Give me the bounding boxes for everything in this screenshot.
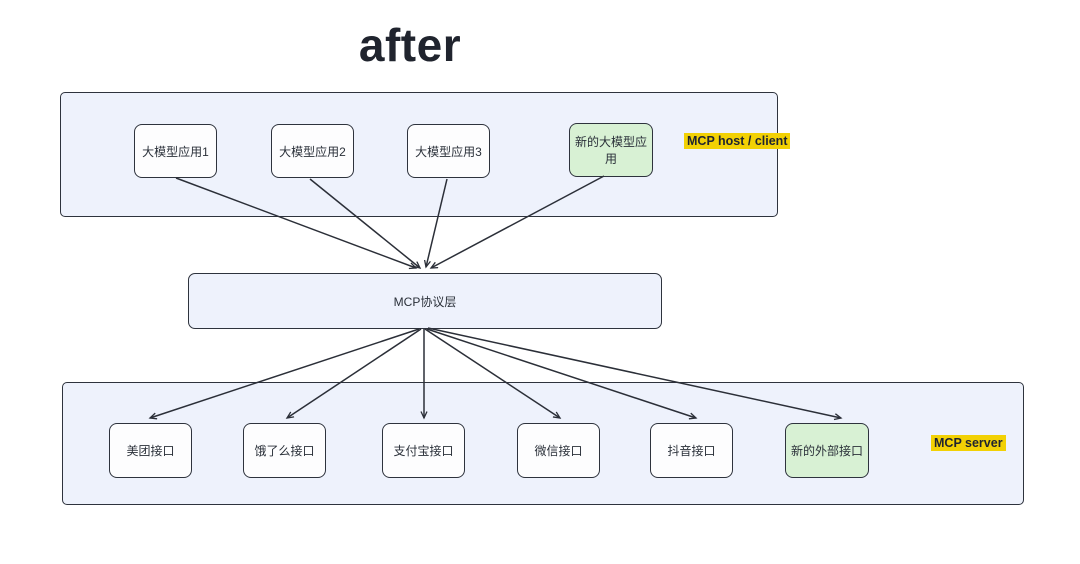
interface-node-douyin: 抖音接口: [650, 423, 733, 478]
interface-node-new: 新的外部接口: [785, 423, 869, 478]
app-node-2: 大模型应用2: [271, 124, 354, 178]
app-node-new-label: 新的大模型应用: [574, 135, 647, 166]
app-node-new: 新的大模型应用: [569, 123, 653, 177]
interface-node-new-label: 新的外部接口: [790, 444, 863, 458]
app-node-1-label: 大模型应用1: [142, 144, 209, 159]
interface-node-douyin-label: 抖音接口: [667, 444, 716, 458]
interface-node-wechat: 微信接口: [517, 423, 600, 478]
interface-node-meituan-label: 美团接口: [126, 444, 175, 458]
interface-node-wechat-label: 微信接口: [534, 444, 583, 458]
interface-node-eleme: 饿了么接口: [243, 423, 326, 478]
mcp-host-container: 大模型应用1 大模型应用2 大模型应用3 新的大模型应用 MCP host / …: [60, 92, 791, 217]
app-node-1: 大模型应用1: [134, 124, 217, 178]
mcp-server-badge: MCP server: [931, 435, 1006, 451]
interface-node-eleme-label: 饿了么接口: [254, 444, 315, 458]
app-node-2-label: 大模型应用2: [279, 144, 346, 159]
mcp-host-client-badge: MCP host / client: [684, 133, 791, 149]
interface-node-alipay: 支付宝接口: [382, 423, 465, 478]
app-node-3-label: 大模型应用3: [415, 144, 482, 159]
mcp-protocol-layer: MCP协议层: [188, 273, 662, 329]
mcp-protocol-layer-label: MCP协议层: [393, 294, 457, 309]
diagram-title: after: [358, 19, 462, 71]
interface-node-meituan: 美团接口: [109, 423, 192, 478]
mcp-server-container: 美团接口 饿了么接口 支付宝接口 微信接口 抖音接口 新的外部接口 MCP se…: [62, 382, 1024, 505]
app-node-3: 大模型应用3: [407, 124, 490, 178]
interface-node-alipay-label: 支付宝接口: [393, 444, 454, 458]
